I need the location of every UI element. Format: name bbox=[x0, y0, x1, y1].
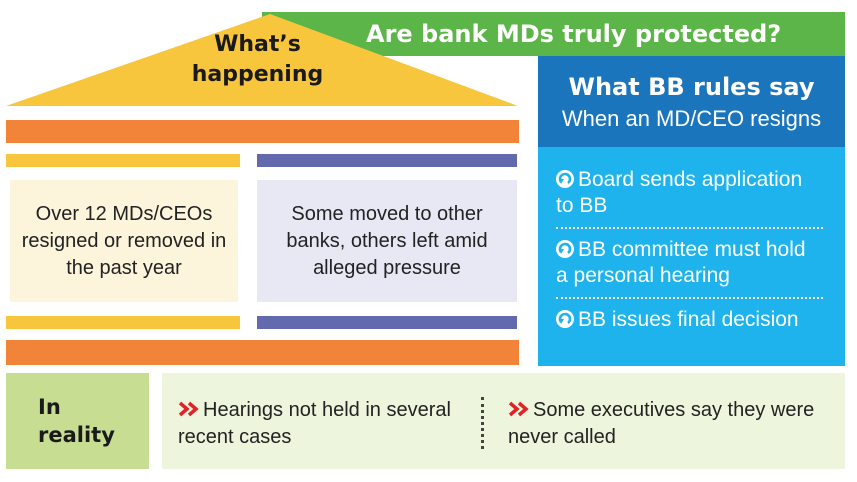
rule-item: BB committee must hold a personal hearin… bbox=[556, 227, 823, 297]
circular-arrow-icon bbox=[556, 310, 574, 328]
reality-label-line2: reality bbox=[38, 423, 115, 447]
circular-arrow-icon bbox=[556, 170, 574, 188]
reality-point: Hearings not held in several recent case… bbox=[178, 397, 468, 451]
left-yellow-capital bbox=[6, 154, 240, 167]
reality-point: Some executives say they were never call… bbox=[508, 397, 833, 451]
left-pillar: Over 12 MDs/CEOs resigned or removed in … bbox=[10, 180, 238, 302]
double-chevron-right-icon bbox=[508, 401, 529, 417]
right-pillar: Some moved to other banks, others left a… bbox=[257, 180, 517, 302]
left-pillar-text: Over 12 MDs/CEOs resigned or removed in … bbox=[21, 202, 227, 279]
top-orange-beam bbox=[6, 120, 519, 143]
rule-item: Board sends application to BB bbox=[556, 167, 823, 227]
reality-point-text: Some executives say they were never call… bbox=[508, 399, 815, 448]
reality-label: In reality bbox=[6, 373, 149, 469]
rule-text: BB issues final decision bbox=[578, 308, 799, 331]
right-purple-base bbox=[257, 316, 517, 329]
bottom-orange-beam bbox=[6, 340, 519, 365]
reality-points: Hearings not held in several recent case… bbox=[162, 373, 845, 469]
left-yellow-base bbox=[6, 316, 240, 329]
reality-point-text: Hearings not held in several recent case… bbox=[178, 399, 451, 448]
reality-divider bbox=[481, 397, 484, 449]
double-chevron-right-icon bbox=[178, 401, 199, 417]
roof-title-line2: happening bbox=[191, 62, 324, 87]
rule-item: BB issues final decision bbox=[556, 297, 823, 333]
roof-title-line1: What’s bbox=[214, 32, 301, 57]
circular-arrow-icon bbox=[556, 240, 574, 258]
right-purple-capital bbox=[257, 154, 517, 167]
roof-title: What’s happening bbox=[160, 30, 355, 90]
reality-label-line1: In bbox=[38, 395, 61, 419]
rule-text: Board sends application to BB bbox=[556, 168, 803, 217]
rules-list: Board sends application to BB BB committ… bbox=[538, 147, 845, 366]
rule-text: BB committee must hold a personal hearin… bbox=[556, 238, 806, 287]
rules-header: What BB rules say When an MD/CEO resigns bbox=[538, 56, 845, 147]
banner-title: Are bank MDs truly protected? bbox=[366, 20, 782, 48]
rules-title: What BB rules say bbox=[568, 73, 815, 101]
right-pillar-text: Some moved to other banks, others left a… bbox=[286, 202, 488, 279]
rules-subtitle: When an MD/CEO resigns bbox=[561, 106, 822, 131]
roof-triangle bbox=[6, 14, 518, 106]
